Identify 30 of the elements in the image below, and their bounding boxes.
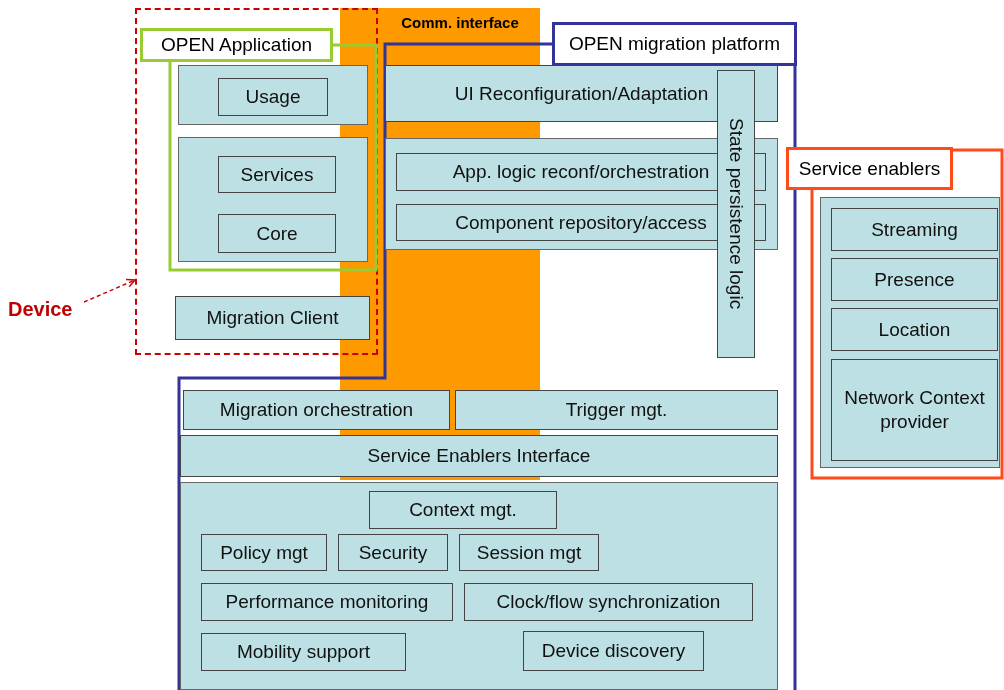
module-box: Migration orchestration — [183, 390, 450, 430]
module-box: Context mgt. — [369, 491, 557, 529]
module-box: Policy mgt — [201, 534, 327, 571]
module-box: Core — [218, 214, 336, 253]
group-heading: OPEN migration platform — [552, 22, 797, 66]
module-box: Session mgt — [459, 534, 599, 571]
panel — [178, 137, 368, 262]
module-box: Trigger mgt. — [455, 390, 778, 430]
interface-band: Comm. interface — [340, 8, 540, 40]
group-heading: OPEN Application — [140, 28, 333, 62]
module-box: Security — [338, 534, 448, 571]
module-box: Services — [218, 156, 336, 193]
module-box: State persistence logic — [717, 70, 755, 358]
module-box: Device discovery — [523, 631, 704, 671]
module-box: Clock/flow synchronization — [464, 583, 753, 621]
module-box: Location — [831, 308, 998, 351]
arrow — [83, 278, 136, 303]
region-label: Device — [8, 298, 82, 328]
panel — [178, 65, 368, 125]
module-box: Service Enablers Interface — [180, 435, 778, 477]
module-box: Usage — [218, 78, 328, 116]
module-box: Performance monitoring — [201, 583, 453, 621]
panel — [180, 482, 778, 690]
module-box: Streaming — [831, 208, 998, 251]
module-box: Presence — [831, 258, 998, 301]
panel — [820, 197, 1000, 468]
module-box: Network Context provider — [831, 359, 998, 461]
module-box: Mobility support — [201, 633, 406, 671]
module-box: Migration Client — [175, 296, 370, 340]
group-heading: Service enablers — [786, 147, 953, 190]
